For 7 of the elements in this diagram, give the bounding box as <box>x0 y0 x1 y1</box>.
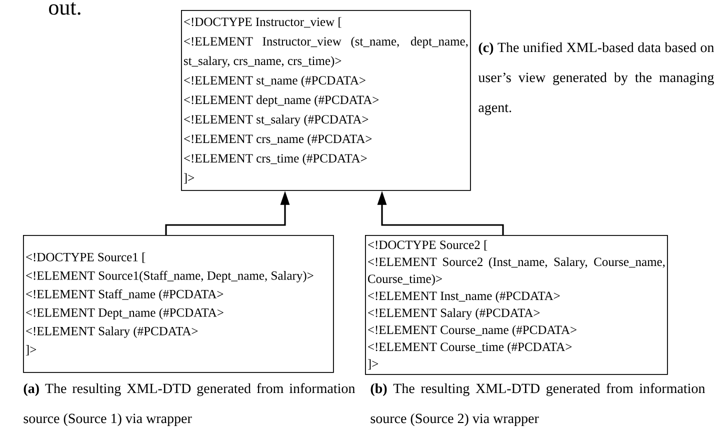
text-fragment: out. <box>49 2 80 15</box>
node-label: (c) The unified XML-based data based on user’s view generated by the managing agent. <box>478 42 714 116</box>
dtd-box: <!DOCTYPE Instructor_view [ <!ELEMENT Instructor_view (st_name, dept_name, st_salary, crs_name, crs_time)> <!ELEMENT st_name (#PCDATA> <!ELEMENT dept_name (#PCDATA> <!ELEMENT st_salary (#PCDATA> <!ELEMENT crs_name (#PCDATA> <!ELEMENT crs_time (#PCDATA> ]> <box>181 10 471 191</box>
dtd-box: <!DOCTYPE Source1 [ <!ELEMENT Source1(Staff_name, Dept_name, Salary)> <!ELEMENT Staff_name (#PCDATA> <!ELEMENT Dept_name (#PCDATA> <!ELEMENT Salary (#PCDATA> ]> <box>23 235 334 373</box>
node-label: (b) The resulting XML-DTD generated from information source (Source 2) via wrapper <box>370 383 705 426</box>
dtd-box: <!DOCTYPE Source2 [ <!ELEMENT Source2 (Inst_name, Salary, Course_name, Course_time)> <!ELEMENT Inst_name (#PCDATA> <!ELEMENT Salary (#PCDATA> <!ELEMENT Course_name (#PCDATA> <!ELEMENT Course_time (#PCDATA> ]> <box>365 235 668 375</box>
node-label: (a) The resulting XML-DTD generated from information source (Source 1) via wrapper <box>24 383 356 426</box>
